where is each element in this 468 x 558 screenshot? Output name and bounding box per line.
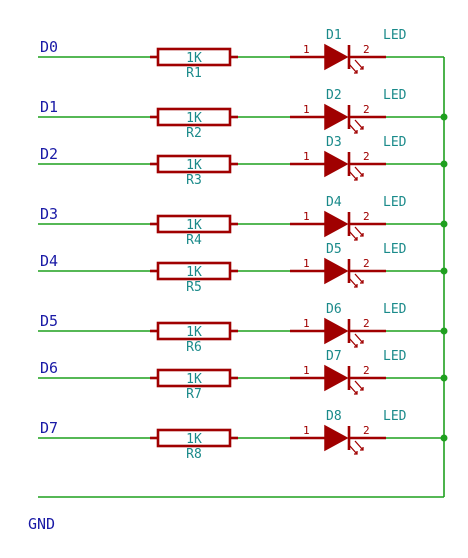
led-value: LED [383, 302, 407, 317]
led-triangle [324, 210, 349, 238]
resistor-value: 1K [186, 265, 202, 280]
resistor-value: 1K [186, 325, 202, 340]
led-arrow-2 [354, 59, 364, 70]
led-arrow-2 [354, 226, 364, 237]
junction-dot [440, 434, 448, 442]
led-triangle [324, 43, 349, 71]
junction-dot [440, 327, 448, 335]
led-value: LED [383, 135, 407, 150]
led-arrow-2 [354, 380, 364, 391]
led-triangle [324, 150, 349, 178]
net-label: D3 [40, 205, 58, 223]
pin-1-label: 1 [303, 210, 310, 223]
junction-dot [440, 113, 448, 121]
net-label: D5 [40, 312, 58, 330]
junction-dot [440, 267, 448, 275]
led-ref: D3 [326, 135, 342, 150]
resistor-ref: R1 [186, 66, 202, 81]
resistor-body [156, 368, 232, 388]
led-ref: D8 [326, 409, 342, 424]
pin-1-label: 1 [303, 257, 310, 270]
led-arrow-1 [348, 384, 358, 395]
ground-label: GND [28, 515, 55, 533]
pin-2-label: 2 [363, 150, 370, 163]
net-label: D6 [40, 359, 58, 377]
led-arrow-1 [348, 277, 358, 288]
junction-dot [440, 160, 448, 168]
led-arrow-1 [348, 170, 358, 181]
led-arrow-1 [348, 444, 358, 455]
led-arrow-2 [354, 166, 364, 177]
pin-2-label: 2 [363, 257, 370, 270]
resistor-ref: R2 [186, 126, 202, 141]
led-arrow-2 [354, 440, 364, 451]
junction-dot [440, 220, 448, 228]
led-arrow-2 [354, 333, 364, 344]
resistor-body [156, 154, 232, 174]
resistor-value: 1K [186, 432, 202, 447]
pin-2-label: 2 [363, 103, 370, 116]
led-ref: D5 [326, 242, 342, 257]
pin-2-label: 2 [363, 424, 370, 437]
led-ref: D4 [326, 195, 342, 210]
led-value: LED [383, 88, 407, 103]
led-value: LED [383, 242, 407, 257]
resistor-body [156, 261, 232, 281]
resistor-value: 1K [186, 372, 202, 387]
net-label: D0 [40, 38, 58, 56]
led-triangle [324, 103, 349, 131]
resistor-body [156, 428, 232, 448]
led-arrow-2 [354, 273, 364, 284]
resistor-value: 1K [186, 51, 202, 66]
net-label: D4 [40, 252, 58, 270]
led-arrow-1 [348, 123, 358, 134]
led-value: LED [383, 195, 407, 210]
resistor-ref: R5 [186, 280, 202, 295]
resistor-body [156, 321, 232, 341]
pin-1-label: 1 [303, 103, 310, 116]
pin-1-label: 1 [303, 150, 310, 163]
led-ref: D7 [326, 349, 342, 364]
resistor-ref: R4 [186, 233, 202, 248]
resistor-value: 1K [186, 158, 202, 173]
resistor-value: 1K [186, 218, 202, 233]
net-label: D7 [40, 419, 58, 437]
resistor-ref: R7 [186, 387, 202, 402]
led-arrow-1 [348, 230, 358, 241]
led-arrow-2 [354, 119, 364, 130]
resistor-ref: R8 [186, 447, 202, 462]
led-ref: D6 [326, 302, 342, 317]
resistor-ref: R3 [186, 173, 202, 188]
junction-dot [440, 374, 448, 382]
pin-2-label: 2 [363, 43, 370, 56]
led-value: LED [383, 349, 407, 364]
net-label: D1 [40, 98, 58, 116]
pin-2-label: 2 [363, 210, 370, 223]
resistor-body [156, 214, 232, 234]
pin-1-label: 1 [303, 43, 310, 56]
led-value: LED [383, 409, 407, 424]
pin-2-label: 2 [363, 364, 370, 377]
led-arrow-1 [348, 337, 358, 348]
led-arrow-1 [348, 63, 358, 74]
net-label: D2 [40, 145, 58, 163]
pin-1-label: 1 [303, 317, 310, 330]
pin-1-label: 1 [303, 424, 310, 437]
resistor-ref: R6 [186, 340, 202, 355]
led-triangle [324, 364, 349, 392]
pin-2-label: 2 [363, 317, 370, 330]
led-ref: D1 [326, 28, 342, 43]
resistor-body [156, 107, 232, 127]
resistor-body [156, 47, 232, 67]
led-value: LED [383, 28, 407, 43]
led-ref: D2 [326, 88, 342, 103]
led-triangle [324, 424, 349, 452]
pin-1-label: 1 [303, 364, 310, 377]
led-triangle [324, 257, 349, 285]
resistor-value: 1K [186, 111, 202, 126]
led-triangle [324, 317, 349, 345]
